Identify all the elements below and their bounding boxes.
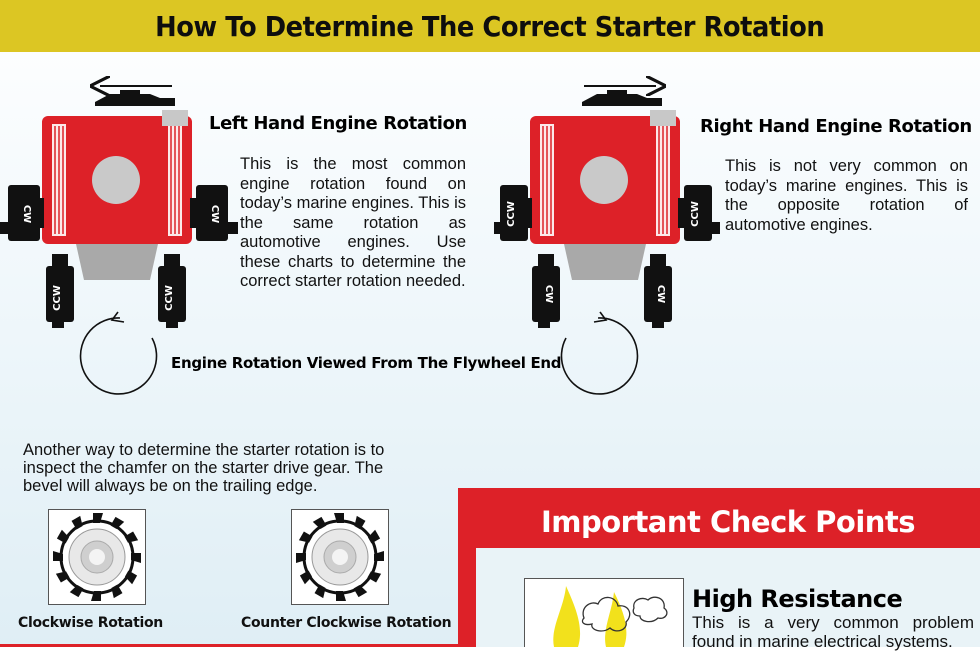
- starter-cw-right: CW: [190, 185, 238, 241]
- bottom-divider: [0, 644, 458, 647]
- left-engine-diagram: CW CW CCW CCW: [0, 68, 238, 395]
- svg-text:CCW: CCW: [506, 201, 517, 227]
- clockwise-gear-icon: [53, 513, 141, 601]
- left-engine-description: This is the most common engine rotation …: [240, 155, 466, 290]
- clockwise-gear-label: Clockwise Rotation: [18, 615, 163, 631]
- clockwise-arrow-icon: [560, 317, 639, 395]
- starter-ccw-right: CCW: [158, 254, 186, 328]
- starter-ccw-left: CCW: [46, 254, 74, 328]
- starter-cw-left: CW: [0, 185, 44, 241]
- high-resistance-title: High Resistance: [692, 585, 903, 613]
- svg-text:CCW: CCW: [164, 285, 175, 311]
- svg-text:CW: CW: [209, 205, 220, 223]
- title-banner: How To Determine The Correct Starter Rot…: [0, 0, 980, 52]
- svg-text:CW: CW: [655, 285, 666, 303]
- high-resistance-image: [524, 578, 684, 647]
- right-engine-diagram: CCW CCW CW CW: [494, 68, 720, 395]
- svg-text:CW: CW: [543, 285, 554, 303]
- flame-icon: [553, 586, 581, 647]
- counter-clockwise-gear-label: Counter Clockwise Rotation: [241, 615, 452, 631]
- counter-clockwise-gear-image: [291, 509, 389, 605]
- chamfer-description: Another way to determine the starter rot…: [23, 441, 385, 495]
- flywheel-icon: [92, 156, 140, 204]
- clockwise-gear-image: [48, 509, 146, 605]
- counter-clockwise-gear-icon: [296, 513, 384, 601]
- starter-cw-left: CW: [532, 254, 560, 328]
- starter-ccw-right: CCW: [678, 185, 720, 241]
- page-title: How To Determine The Correct Starter Rot…: [155, 9, 825, 43]
- rotation-caption: Engine Rotation Viewed From The Flywheel…: [171, 354, 562, 372]
- right-engine-description: This is not very common on today’s marin…: [725, 157, 968, 234]
- starter-cw-right: CW: [644, 254, 672, 328]
- smoke-icon: [581, 596, 631, 632]
- right-engine-heading: Right Hand Engine Rotation: [700, 116, 972, 137]
- high-resistance-description: This is a very common problem found in m…: [692, 613, 974, 651]
- starter-ccw-left: CCW: [494, 185, 532, 241]
- counterclockwise-arrow-icon: [79, 317, 158, 395]
- svg-text:CW: CW: [21, 205, 32, 223]
- svg-text:CCW: CCW: [52, 285, 63, 311]
- left-engine-heading: Left Hand Engine Rotation: [209, 113, 467, 134]
- svg-text:CCW: CCW: [690, 201, 701, 227]
- check-points-title: Important Check Points: [540, 505, 916, 539]
- flywheel-icon: [580, 156, 628, 204]
